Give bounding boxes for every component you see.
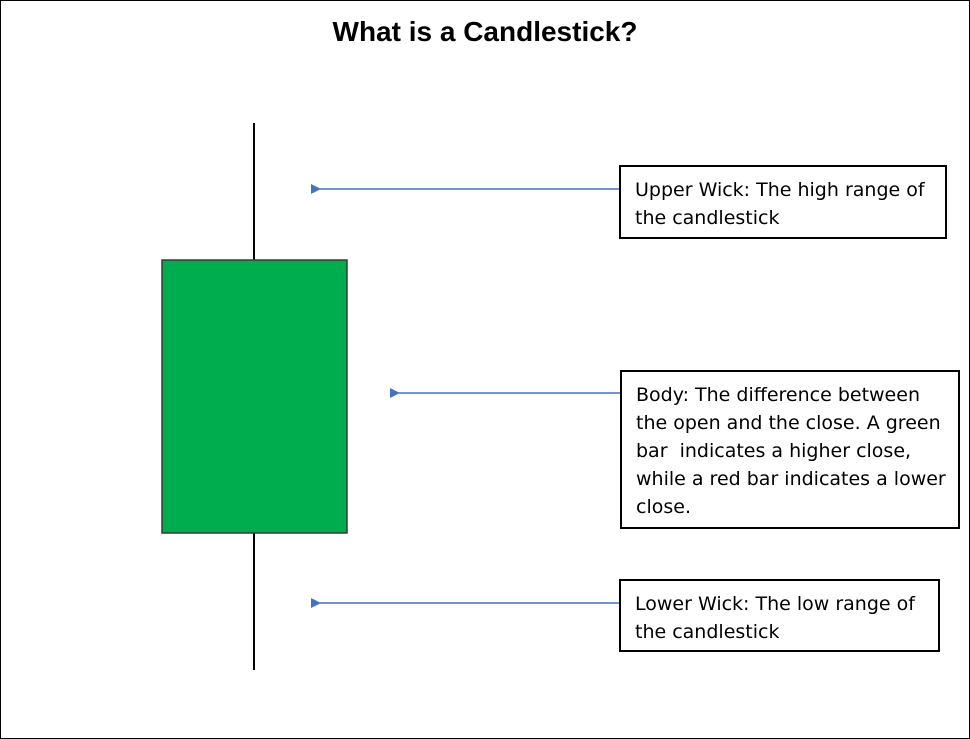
candle-body	[161, 259, 348, 534]
lower-wick-callout: Lower Wick: The low range of the candles…	[619, 579, 940, 652]
lower-wick-callout-text: Lower Wick: The low range of the candles…	[635, 593, 915, 643]
body-callout-text: Body: The difference between the open an…	[636, 384, 952, 518]
body-callout: Body: The difference between the open an…	[620, 370, 960, 529]
upper-wick-callout: Upper Wick: The high range of the candle…	[619, 165, 947, 239]
upper-wick-callout-text: Upper Wick: The high range of the candle…	[635, 179, 925, 229]
diagram-title: What is a Candlestick?	[332, 16, 638, 47]
